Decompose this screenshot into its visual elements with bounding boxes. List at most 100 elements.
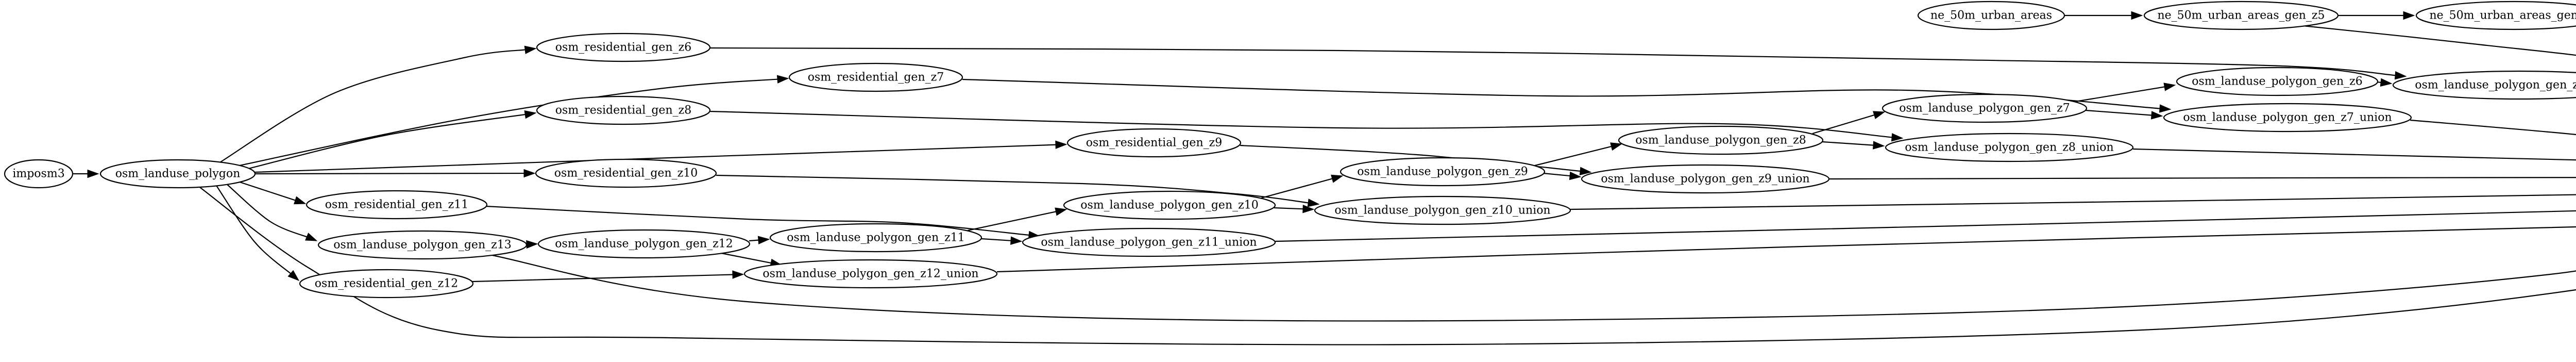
edge-osm_landuse_polygon_gen_z11_union-to-layer_landuse-z11 [1275,210,2576,242]
node-shape [1340,157,1546,187]
arrowhead-icon [87,169,99,178]
edge-osm_landuse_polygon-to-osm_residential_gen_z10 [255,172,528,175]
arrowhead-icon [1873,111,1886,120]
arrowhead-icon [287,270,300,281]
node-label: imposm3 [12,168,64,180]
edge-osm_landuse_polygon_gen_z10-to-osm_landuse_polygon_gen_z9 [1261,177,1335,199]
node-osm_landuse_polygon_gen_z10_union: osm_landuse_polygon_gen_z10_union [1314,195,1571,225]
node-shape [1022,227,1276,257]
node-label: osm_residential_gen_z8 [555,104,691,117]
node-label: osm_residential_gen_z11 [325,199,468,211]
node-ne_50m_urban_areas: ne_50m_urban_areas [1917,1,2065,30]
node-shape [299,269,474,299]
edge-osm_landuse_polygon-to-osm_residential_gen_z12 [216,185,294,276]
arrowhead-icon [1307,199,1320,207]
node-label: osm_landuse_polygon_gen_z8_union [1905,141,2113,154]
edge-osm_residential_gen_z12-to-osm_landuse_polygon_gen_z12_union [472,274,736,283]
arrowhead-icon [2131,11,2143,20]
node-label: osm_residential_gen_z10 [554,167,698,180]
edge-ne_50m_urban_areas_gen_z5-to-layer_landuse-z5 [2302,25,2576,56]
node-osm_landuse_polygon_gen_z11_union: osm_landuse_polygon_gen_z11_union [1022,227,1276,257]
arrowhead-icon [304,233,318,241]
node-shape [2143,1,2339,30]
node-label: osm_landuse_polygon_gen_z12_union [762,268,978,281]
node-osm_residential_gen_z11: osm_residential_gen_z11 [306,190,488,220]
arrowhead-icon [294,196,307,205]
node-shape [536,95,711,125]
node-shape [535,158,717,188]
node-label: osm_landuse_polygon_gen_z8 [1635,134,1806,147]
arrowhead-icon [2159,104,2172,113]
node-osm_landuse_polygon_gen_z9: osm_landuse_polygon_gen_z9 [1340,157,1546,187]
edge-osm_residential_gen_z6-to-osm_landuse_polygon_gen_z6_union [709,47,2399,76]
edge-osm_landuse_polygon_gen_z13-to-layer_landuse-z13 [489,254,2576,322]
node-label: osm_landuse_polygon_gen_z9_union [1601,173,1809,186]
node-shape [317,230,528,260]
node-label: ne_50m_urban_areas_gen_z5 [2157,9,2325,22]
node-osm_landuse_polygon_gen_z13: osm_landuse_polygon_gen_z13 [317,230,528,260]
node-shape [4,159,74,189]
edge-osm_landuse_polygon_gen_z12-to-osm_landuse_polygon_gen_z12_union [721,252,774,265]
node-shape [743,259,998,289]
node-shape [2163,103,2412,133]
arrowhead-icon [1010,236,1023,245]
edge-osm_residential_gen_z9-to-osm_landuse_polygon_gen_z9_union [1240,144,1584,172]
edge-osm_landuse_polygon_gen_z9-to-osm_landuse_polygon_gen_z9_union [1543,172,1573,177]
node-label: osm_landuse_polygon_gen_z10 [1080,199,1258,212]
node-label: osm_landuse_polygon_gen_z13 [333,239,511,252]
node-shape [2176,67,2379,96]
edge-osm_landuse_polygon_gen_z8-to-osm_landuse_polygon_gen_z8_union [1822,141,1877,146]
edge-osm_landuse_polygon_gen_z9-to-osm_landuse_polygon_gen_z8 [1532,145,1615,167]
node-osm_landuse_polygon_gen_z6: osm_landuse_polygon_gen_z6 [2176,67,2379,96]
node-label: osm_residential_gen_z12 [315,277,458,290]
node-shape [1581,164,1830,194]
node-ne_50m_urban_areas_gen_z5: ne_50m_urban_areas_gen_z5 [2143,1,2339,30]
node-label: osm_residential_gen_z9 [1086,137,1222,150]
node-osm_landuse_polygon_gen_z11: osm_landuse_polygon_gen_z11 [769,223,982,253]
node-label: osm_landuse_polygon [115,168,241,180]
edge-osm_landuse_polygon-to-layer_landuse-z14+ [198,186,2576,345]
arrowhead-icon [523,169,536,178]
arrowhead-icon [524,110,537,119]
edge-osm_landuse_polygon-to-osm_residential_gen_z7 [236,78,781,167]
node-label: osm_landuse_polygon_gen_z11_union [1041,236,1257,249]
node-shape [1618,125,1824,155]
node-osm_landuse_polygon_gen_z6_union: osm_landuse_polygon_gen_z6_union [2392,70,2576,100]
node-osm_landuse_polygon_gen_z8: osm_landuse_polygon_gen_z8 [1618,125,1824,155]
node-shape [788,62,963,92]
node-osm_landuse_polygon_gen_z12_union: osm_landuse_polygon_gen_z12_union [743,259,998,289]
arrowhead-icon [1610,142,1623,151]
arrowhead-icon [524,45,537,54]
node-osm_landuse_polygon_gen_z9_union: osm_landuse_polygon_gen_z9_union [1581,164,1830,194]
arrowhead-icon [1579,167,1592,176]
node-label: osm_landuse_polygon_gen_z11 [787,232,964,244]
edge-osm_landuse_polygon_gen_z9_union-to-layer_landuse-z9 [1828,177,2576,180]
node-shape [99,159,256,189]
arrowhead-icon [1331,174,1344,183]
node-shape [769,223,982,253]
node-osm_landuse_polygon_gen_z8_union: osm_landuse_polygon_gen_z8_union [1885,133,2134,162]
arrowhead-icon [1873,141,1885,150]
node-label: osm_residential_gen_z6 [555,41,691,54]
node-label: osm_residential_gen_z7 [808,71,944,84]
node-label: osm_landuse_polygon_gen_z9 [1357,166,1528,178]
arrowhead-icon [1569,171,1582,180]
edge-osm_residential_gen_z10-to-osm_landuse_polygon_gen_z10_union [716,174,1312,204]
arrowhead-icon [526,240,538,249]
node-shape [537,229,751,259]
node-shape [1917,1,2065,30]
edge-osm_landuse_polygon-to-osm_landuse_polygon_gen_z13 [226,184,310,239]
node-osm_residential_gen_z10: osm_residential_gen_z10 [535,158,717,188]
arrowhead-icon [2380,78,2393,87]
node-label: osm_landuse_polygon_gen_z12 [555,238,733,251]
node-label: ne_50m_urban_areas_gen_z4 [2429,9,2576,22]
node-shape [1882,93,2088,123]
edge-osm_landuse_polygon_gen_z12_union-to-layer_landuse-z12 [996,226,2576,273]
node-shape [536,32,711,62]
node-osm_landuse_polygon: osm_landuse_polygon [99,159,256,189]
node-shape [306,190,488,220]
node-ne_50m_urban_areas_gen_z4: ne_50m_urban_areas_gen_z4 [2415,1,2576,30]
node-label: osm_landuse_polygon_gen_z6 [2192,75,2362,88]
edge-osm_landuse_polygon-to-osm_residential_gen_z11 [238,180,299,202]
